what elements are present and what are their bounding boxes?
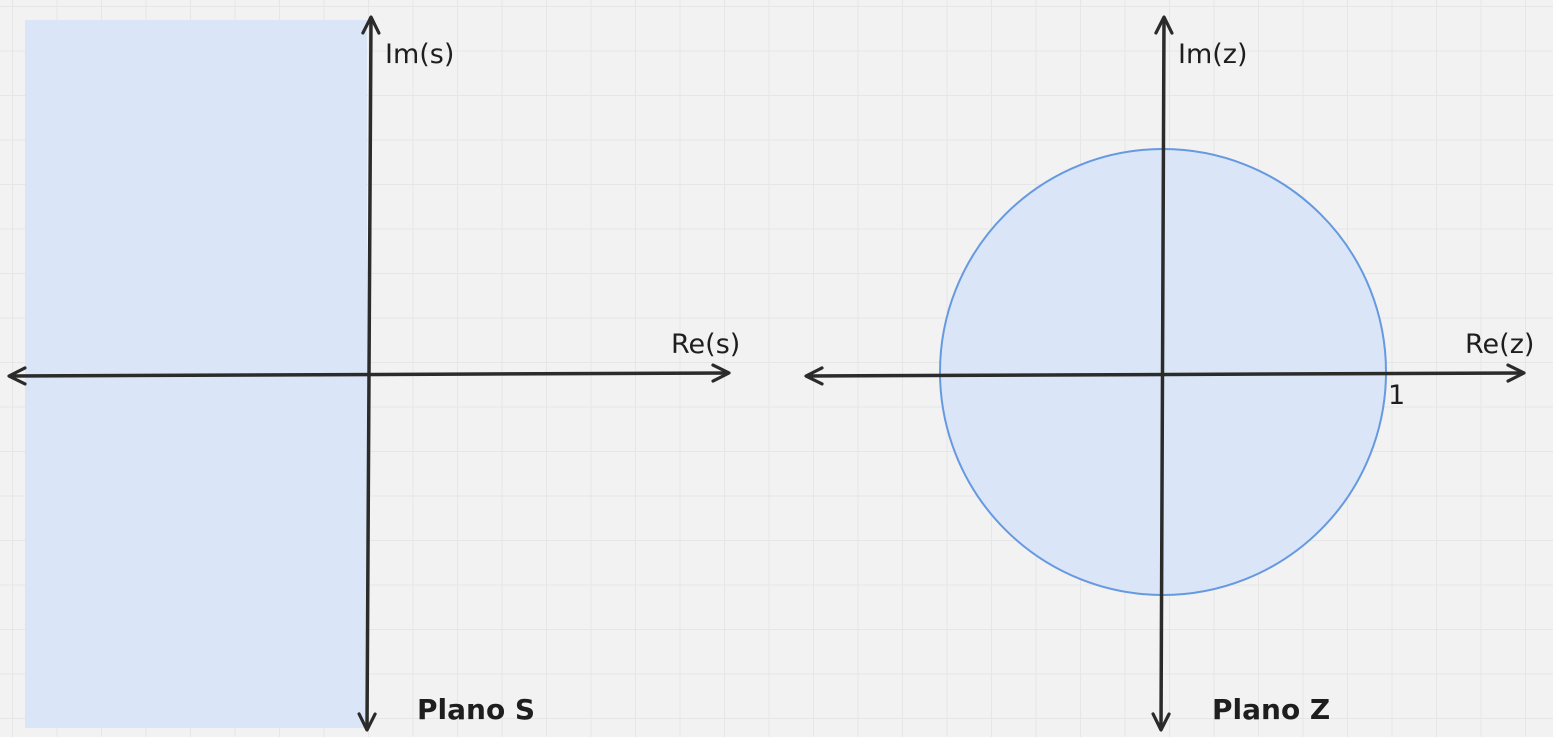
z-plane: Im(z) Re(z) 1 Plano Z [804,15,1534,732]
z-plane-real-axis [804,363,1526,386]
s-plane-title: Plano S [417,693,535,726]
s-plane-imag-axis-label: Im(s) [385,39,454,70]
s-plane-real-axis-label: Re(s) [671,329,740,360]
z-plane-unit-marker-label: 1 [1388,380,1405,411]
z-plane-title: Plano Z [1212,693,1330,726]
s-plane-imag-axis [357,15,381,732]
s-plane: Im(s) Re(s) Plano S [7,15,740,732]
z-plane-real-axis-label: Re(z) [1465,329,1534,360]
z-plane-imag-axis-label: Im(z) [1178,39,1248,70]
z-plane-imag-axis [1151,15,1174,732]
